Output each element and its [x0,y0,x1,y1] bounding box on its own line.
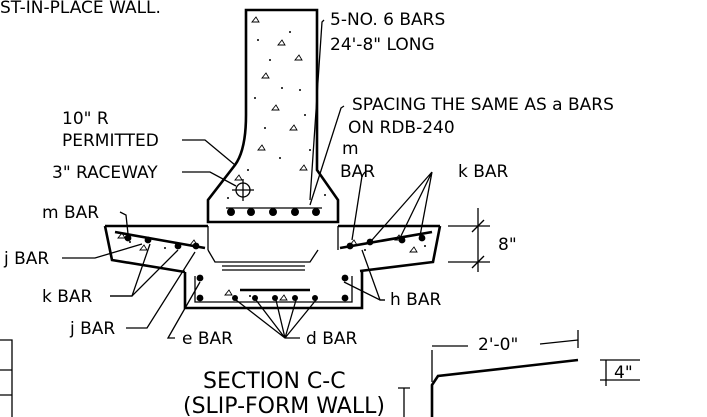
concrete-stipple [117,16,418,301]
label-spacing-1: SPACING THE SAME AS a BARS [352,95,614,115]
wall-outline [206,8,340,224]
label-dim-2ft: 2'-0" [478,335,518,355]
label-m-bar-right-2: BAR [340,162,375,182]
section-title: SECTION C-C [203,369,346,394]
label-d-bar: d BAR [306,329,357,349]
raceway-symbol [232,179,254,201]
wall-bars [226,207,322,216]
label-radius-1: 10" R [62,109,109,129]
label-dim-8: 8" [498,235,517,255]
concrete-dots [129,31,426,297]
label-k-bar-left: k BAR [42,287,93,307]
leader-lines [62,19,433,339]
label-bars-count: 5-NO. 6 BARS [330,10,445,30]
label-radius-2: PERMITTED [62,131,159,151]
detail-bend [398,330,640,417]
label-spacing-2: ON RDB-240 [348,118,455,138]
label-dim-4: 4" [614,363,633,383]
label-bars-length: 24'-8" LONG [330,35,435,55]
table-stub [0,339,13,417]
label-h-bar: h BAR [390,290,441,310]
label-m-bar-left: m BAR [42,203,99,223]
base-outline [103,224,442,310]
label-e-bar: e BAR [182,329,233,349]
base-bars [114,230,433,302]
section-subtitle: (SLIP-FORM WALL) [183,394,385,417]
label-j-bar-bottom: j BAR [69,319,115,339]
label-k-bar-right: k BAR [458,162,509,182]
label-j-bar-left: j BAR [3,249,49,269]
label-m-bar-right-1: m [342,139,359,159]
dimension-8in [448,208,490,272]
label-top-wall: ST-IN-PLACE WALL. [0,0,161,18]
label-raceway: 3" RACEWAY [52,163,158,183]
